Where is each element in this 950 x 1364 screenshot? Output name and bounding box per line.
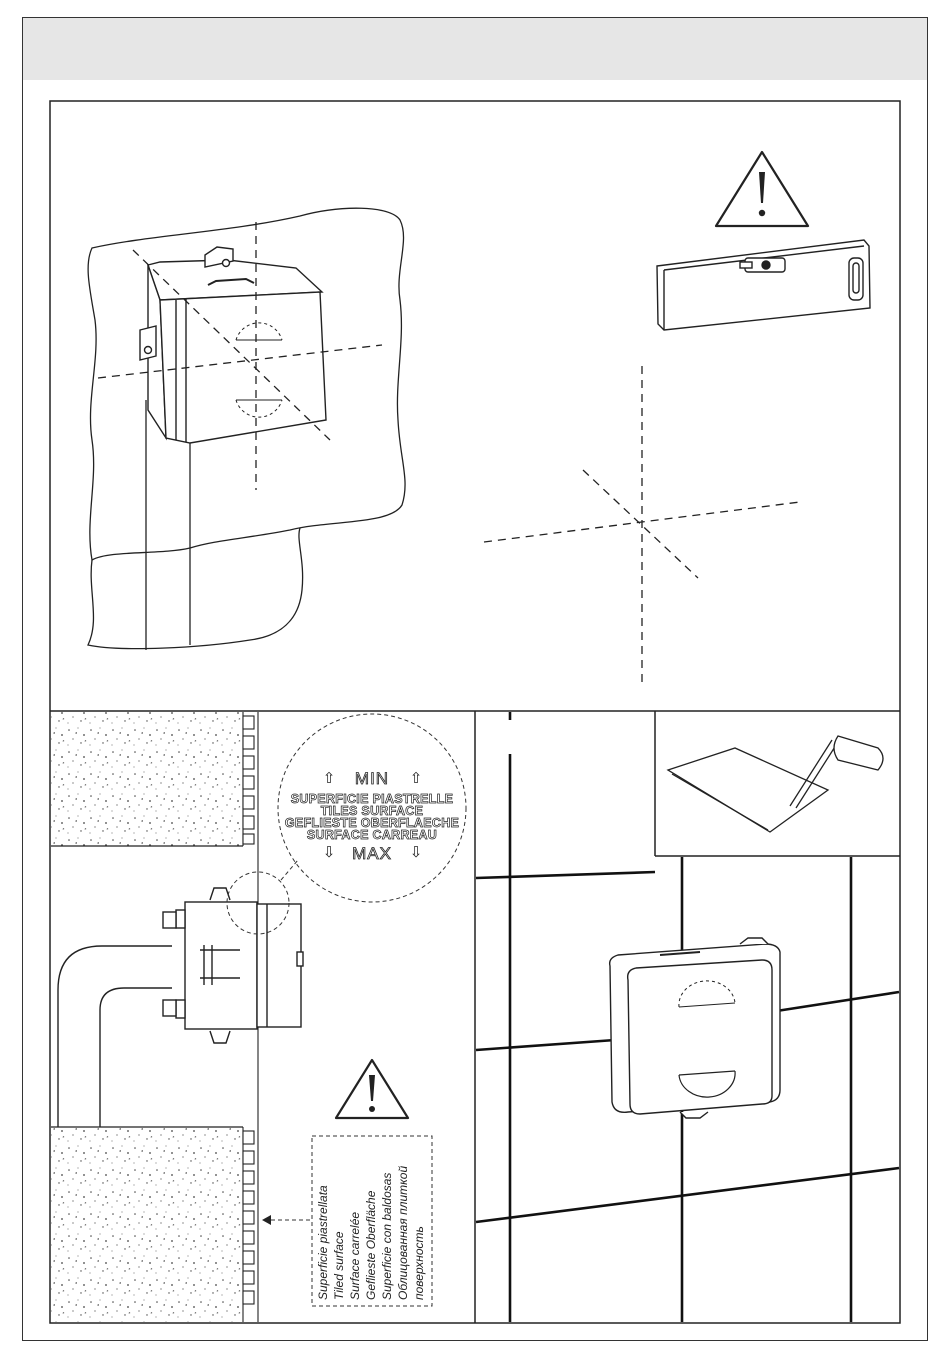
warning-triangle-icon	[336, 1060, 408, 1118]
max-label: MAX	[352, 844, 392, 863]
legend-line-es: Superficie con baldosas	[380, 1173, 394, 1300]
arrow-down-icon: ⇩	[323, 843, 336, 861]
legend-line-fr: Surface carrelée	[348, 1212, 362, 1300]
reference-axis-lines	[484, 366, 800, 685]
legend-line-en: Tiled surface	[332, 1231, 346, 1300]
junction-box-perspective	[140, 247, 326, 443]
surface-label-fr: SURFACE CARREAU	[307, 828, 437, 842]
legend-line-de: Geflieste Oberfläche	[364, 1190, 378, 1300]
legend-line-it: Superficie piastrellata	[316, 1185, 330, 1300]
warning-triangle-icon	[716, 152, 808, 226]
arrow-down-icon: ⇩	[410, 843, 423, 861]
legend-line-ru-2: поверхность	[412, 1226, 426, 1300]
tiled-surface-legend-box: Superficie piastrellata Tiled surface Su…	[262, 1136, 432, 1306]
junction-box-section	[163, 888, 303, 1043]
surface-callout: ⇧ MIN ⇧ SUPERFICIE PIASTRELLE TILES SURF…	[285, 769, 459, 863]
legend-line-ru-1: Облицованная плиткой	[396, 1166, 410, 1300]
masonry-wall-top	[51, 712, 243, 846]
masonry-wall-bottom	[51, 1127, 243, 1322]
trowel-icon	[668, 736, 883, 832]
arrow-up-icon: ⇧	[410, 769, 423, 787]
junction-box-front	[610, 938, 780, 1118]
min-label: MIN	[355, 769, 389, 788]
spirit-level-icon	[657, 240, 870, 330]
pipe-elbow	[58, 946, 172, 1127]
arrow-up-icon: ⇧	[323, 769, 336, 787]
